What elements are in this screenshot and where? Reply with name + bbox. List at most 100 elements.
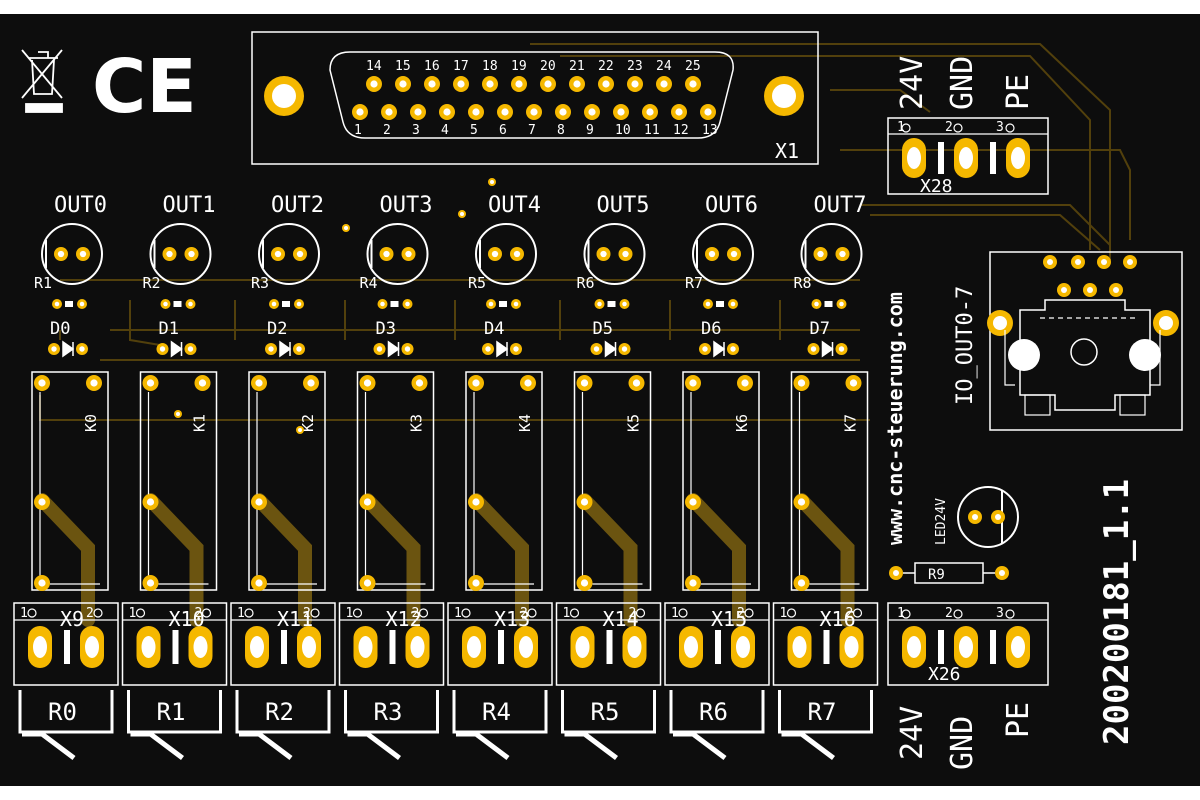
relay-outline [682, 371, 760, 591]
diode-symbol [170, 340, 183, 358]
relay-pad [468, 494, 484, 510]
led-pad [76, 247, 90, 261]
smd-pad [77, 299, 87, 309]
led-pad [596, 247, 611, 261]
smd-pad [836, 299, 847, 309]
diode-pad [401, 343, 414, 355]
smd-pad [377, 299, 388, 309]
diode-label: D3 [376, 319, 396, 339]
relay-output-frame [778, 690, 873, 734]
diode-pad [184, 343, 197, 355]
relay-pad [685, 494, 701, 510]
diode-pad [727, 343, 739, 355]
relay-label: K7 [842, 414, 860, 432]
power-top-pin-1: 1 [897, 120, 905, 135]
terminal-label: X14 [603, 607, 639, 631]
diode-pad [76, 343, 88, 355]
relay-outline [356, 371, 435, 591]
dsub-pin-number: 15 [395, 59, 411, 74]
status-led-label: LED24V [934, 498, 949, 545]
power-bottom-pin-2: 2 [945, 606, 953, 621]
diode-symbol [387, 340, 400, 358]
relay-outline [139, 371, 218, 591]
power-top-pin-3: 3 [996, 120, 1004, 135]
relay-output-bracket [347, 731, 401, 760]
dsub-pin-number: 11 [644, 123, 660, 138]
diode-symbol [496, 340, 509, 358]
terminal-pin-label: 1 [563, 606, 571, 621]
via [174, 410, 182, 418]
via [488, 178, 496, 186]
dsub-pin-pad [482, 76, 498, 92]
power-bottom-designator: X26 [928, 664, 961, 685]
relay-pad [468, 375, 484, 391]
relay-pad [411, 375, 428, 391]
relay-output-label: R0 [48, 698, 77, 726]
dsub-pin-pad [395, 76, 411, 92]
relay-label: K5 [625, 414, 643, 432]
diode-symbol [279, 340, 292, 358]
dsub-pin-number: 20 [540, 59, 556, 74]
dsub-pin-pad [569, 76, 585, 92]
relay-pad [468, 575, 484, 591]
power-bottom-label-24v: 24V [895, 706, 930, 760]
relay-label: K3 [408, 414, 426, 432]
diode-pad [482, 343, 494, 355]
resistor-label: R6 [577, 274, 595, 292]
relay-output-frame [18, 690, 114, 734]
relay-pad [359, 494, 376, 510]
terminal-label: X11 [277, 607, 313, 631]
weee-bin-icon [21, 49, 63, 113]
terminal-pin-label: 1 [129, 606, 137, 621]
relay-trace [794, 493, 855, 627]
relay-pad [685, 575, 701, 591]
power-terminal-top: 24V GND PE 1 2 3 X28 [887, 56, 1049, 197]
relay-pad [576, 494, 593, 510]
smd-pad [703, 299, 713, 309]
diode-pad [510, 343, 522, 355]
relay-outline [248, 371, 326, 591]
terminal-outline [664, 602, 770, 686]
led-pad [727, 247, 741, 261]
led-outline [149, 223, 212, 285]
diode-symbol [62, 340, 75, 358]
dsub-pin-number: 25 [685, 59, 701, 74]
smd-pad [619, 299, 630, 309]
dsub-pin-number: 24 [656, 59, 672, 74]
relay-output-label: R6 [699, 698, 728, 726]
dsub-pin-number: 5 [470, 123, 478, 138]
relay-output-label: R1 [157, 698, 186, 726]
relay-pad [576, 375, 593, 391]
relay-pad [142, 375, 159, 391]
output-label: OUT6 [705, 193, 758, 218]
resistor-label: R4 [360, 274, 378, 292]
led-pad [54, 247, 68, 261]
diode-pad [807, 343, 820, 355]
resistor-r9 [889, 562, 1009, 584]
smd-pad [811, 299, 822, 309]
dsub-pin-number: 23 [627, 59, 643, 74]
power-top-label-gnd: GND [945, 56, 980, 110]
terminal-label: X15 [711, 607, 747, 631]
dsub-pin-number: 22 [598, 59, 614, 74]
diode-label: D5 [593, 319, 613, 339]
relay-pad [793, 375, 810, 391]
diode-label: D6 [701, 319, 721, 339]
led-outline [475, 223, 537, 285]
power-top-label-24v: 24V [895, 56, 930, 110]
rj45-connector [987, 251, 1183, 431]
terminal-pin-label: 2 [195, 606, 203, 621]
relay-pad [628, 375, 645, 391]
relay-trace [252, 493, 312, 627]
diode-label: D2 [267, 319, 287, 339]
relay-pad [520, 375, 536, 391]
relay-pad [303, 375, 319, 391]
smd-pad [52, 299, 62, 309]
led-outline [800, 223, 863, 285]
